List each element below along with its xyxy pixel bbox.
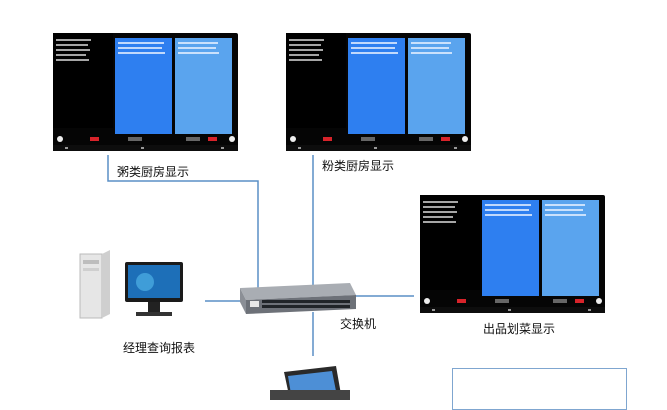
porridge-kitchen-display [53,33,238,151]
porridge-kitchen-label: 粥类厨房显示 [117,165,190,179]
clock-button[interactable] [57,136,63,142]
pending-dishes-panel [115,38,172,134]
switch-label: 交换机 [340,317,377,331]
red-action-button[interactable] [457,299,466,303]
pos-terminal-icon [270,366,350,400]
info-frame [452,368,627,410]
grey-action-button[interactable] [128,137,142,141]
network-switch-icon [240,283,356,314]
settings-button[interactable] [462,136,468,142]
red-action-button[interactable] [323,137,332,141]
network-diagram [79,155,414,400]
manager-report-label: 经理查询报表 [123,341,196,355]
grey-action-button-2[interactable] [419,137,433,141]
red-action-button[interactable] [90,137,99,141]
serving-display-label: 出品划菜显示 [483,322,556,336]
pending-dishes-panel [482,200,539,296]
desktop-computer-icon [79,250,183,319]
settings-button[interactable] [229,136,235,142]
cooking-dishes-panel [175,38,232,134]
noodle-kitchen-label: 粉类厨房显示 [322,159,395,173]
order-list-panel [53,33,113,128]
cooking-dishes-panel [408,38,465,134]
red-action-button-2[interactable] [441,137,450,141]
settings-button[interactable] [596,298,602,304]
order-list-panel [420,195,480,290]
grey-action-button[interactable] [495,299,509,303]
clock-button[interactable] [290,136,296,142]
pending-dishes-panel [348,38,405,134]
red-action-button-2[interactable] [208,137,217,141]
red-action-button-2[interactable] [575,299,584,303]
clock-button[interactable] [424,298,430,304]
cooking-dishes-panel [542,200,599,296]
noodle-kitchen-display [286,33,471,151]
grey-action-button-2[interactable] [553,299,567,303]
connector-lines [107,155,414,356]
order-list-panel [286,33,346,128]
grey-action-button-2[interactable] [186,137,200,141]
line-porridge-to-switch [107,155,259,288]
serving-dish-display [420,195,605,313]
grey-action-button[interactable] [361,137,375,141]
